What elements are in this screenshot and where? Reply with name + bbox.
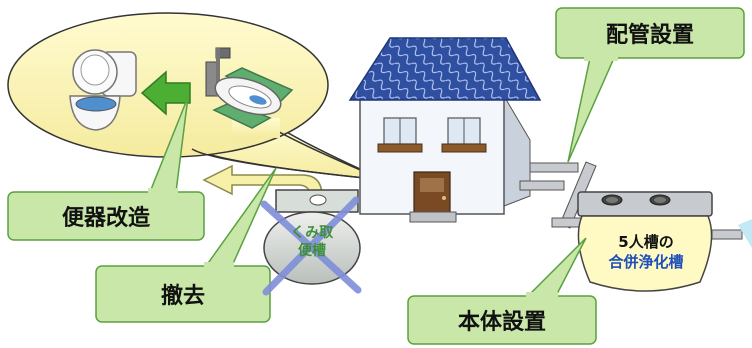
removal-callout: [95, 167, 277, 323]
house-icon: [348, 37, 542, 223]
main-install-label: 本体設置: [457, 310, 546, 335]
septic-tank-label: 5人槽の 合併浄化槽: [596, 232, 696, 272]
cesspit-label: くみ取 便槽: [274, 224, 350, 260]
toilet-speech-bubble: [7, 12, 385, 181]
cesspit-label-line1: くみ取: [290, 225, 334, 241]
main-install-callout: [407, 237, 597, 345]
toilet-renovation-label: 便器改造: [61, 206, 150, 231]
septic-tank-type: 合併浄化槽: [608, 253, 684, 271]
toilet-renovation-callout: [7, 96, 205, 241]
western-toilet-icon: [69, 49, 137, 131]
septic-tank-capacity: 5人槽の: [618, 233, 674, 251]
edge-arrow-icon: [738, 219, 752, 248]
piping-label: 配管設置: [605, 23, 694, 48]
removal-label: 撤去: [160, 284, 205, 309]
removed-cross-icon: [260, 196, 362, 296]
piping-callout: [555, 7, 745, 163]
cesspit-label-line2: 便槽: [298, 243, 326, 259]
septic-tank-icon: [577, 191, 713, 292]
squat-toilet-icon: [205, 47, 294, 129]
